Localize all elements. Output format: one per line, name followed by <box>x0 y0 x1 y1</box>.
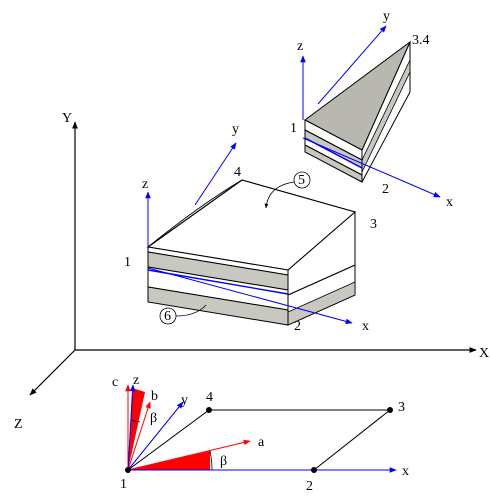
plan-node-4-dot <box>206 407 212 413</box>
wedge-node-3-4: 3.4 <box>412 33 430 48</box>
plan-a-label: a <box>258 435 265 450</box>
shell-node-4: 4 <box>234 165 241 180</box>
plan-y-label: y <box>181 393 188 408</box>
face-6-label: 6 <box>164 309 171 324</box>
plan-a-axis <box>127 439 251 471</box>
plan-node-1-dot <box>125 467 131 473</box>
plan-beta-wedge-upper <box>128 388 145 470</box>
shell-x-axis <box>147 267 353 325</box>
plan-beta-label-upper: β <box>150 411 157 426</box>
global-z-label: Z <box>14 417 23 432</box>
shell-y-axis <box>194 142 237 206</box>
global-axes: Y X Z <box>14 111 489 432</box>
wedge-x-label: x <box>446 195 453 210</box>
plan-c-label: c <box>112 375 118 390</box>
shell-node-1: 1 <box>124 255 131 270</box>
wedge-node-2: 2 <box>382 182 389 197</box>
wedge-z-label: z <box>297 39 303 54</box>
plan-node-2-label: 2 <box>306 479 313 491</box>
plan-beta-label: β <box>220 454 227 469</box>
global-x-label: X <box>479 346 489 361</box>
wedge-y-label: y <box>383 9 390 24</box>
shell-z-label: z <box>142 177 148 192</box>
wedge-element: z y x 1 2 3.4 <box>290 9 453 210</box>
plan-view: 1 2 3 4 c z b y a x β β <box>112 373 409 494</box>
wedge-y-axis <box>317 25 387 105</box>
plan-z-axis <box>127 384 136 471</box>
shell-top-curve <box>147 179 243 248</box>
wedge-front-layer-4 <box>304 144 363 183</box>
plan-node-1-label: 1 <box>120 477 127 491</box>
face-5-circle <box>293 171 311 189</box>
plan-node-3-label: 3 <box>398 400 405 415</box>
plan-node-3-dot <box>387 407 393 413</box>
shell-node-2: 2 <box>294 319 301 334</box>
plan-b-label: b <box>151 389 158 404</box>
face-5-leader <box>264 181 295 209</box>
shell-x-label: x <box>362 319 369 334</box>
shell-y-label: y <box>232 122 239 137</box>
wedge-x-axis <box>302 137 441 198</box>
plan-y-axis <box>127 401 184 471</box>
shell-front-layer-4 <box>147 286 289 326</box>
shell-node-3: 3 <box>370 217 377 232</box>
wedge-node-1: 1 <box>290 121 297 136</box>
main-shell-element: z y x 1 2 3 4 5 6 <box>124 122 377 334</box>
plan-node-4-label: 4 <box>206 390 213 405</box>
face-6-leader <box>175 304 207 317</box>
plan-node-2-dot <box>311 467 317 473</box>
global-z-axis <box>29 349 76 396</box>
global-y-label: Y <box>62 111 72 126</box>
plan-b-axis <box>127 401 151 471</box>
plan-z-label: z <box>133 373 139 388</box>
face-5-label: 5 <box>298 173 305 188</box>
plan-beta-arc <box>209 450 213 471</box>
plan-x-label: x <box>402 464 409 479</box>
